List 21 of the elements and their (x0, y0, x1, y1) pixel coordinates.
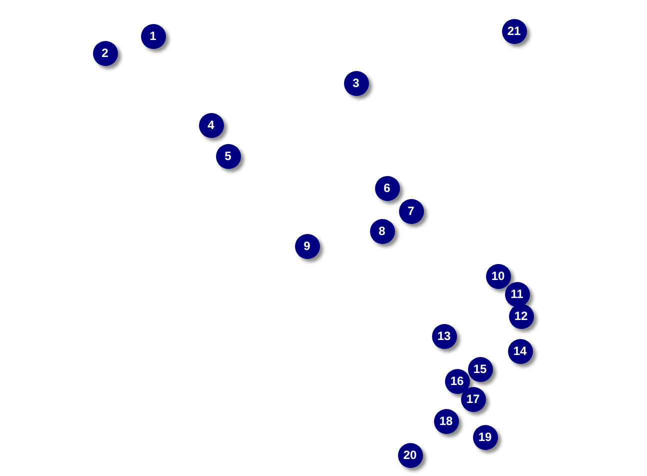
callout-number: 4 (198, 112, 224, 138)
callout-number: 11 (504, 282, 530, 306)
callout-number: 1 (140, 24, 166, 48)
callout-number: 20 (398, 442, 422, 468)
callout-number: 9 (294, 234, 320, 258)
callout-number: 21 (502, 18, 526, 44)
callout-number: 10 (486, 264, 510, 288)
callout-number: 18 (434, 408, 458, 434)
callout-number: 15 (468, 356, 492, 382)
callout-number: 17 (460, 386, 486, 412)
callout-number: 14 (508, 338, 532, 364)
callout-number: 13 (432, 324, 456, 348)
callout-number: 6 (374, 176, 400, 200)
callout-number: 12 (508, 304, 534, 328)
callout-number: 16 (444, 368, 470, 394)
callout-number: 19 (472, 424, 498, 450)
callout-number: 7 (398, 198, 424, 224)
callout-number: 5 (216, 144, 240, 168)
callout-number: 8 (370, 218, 394, 244)
callout-number: 3 (344, 70, 368, 96)
callout-number: 2 (92, 40, 118, 66)
